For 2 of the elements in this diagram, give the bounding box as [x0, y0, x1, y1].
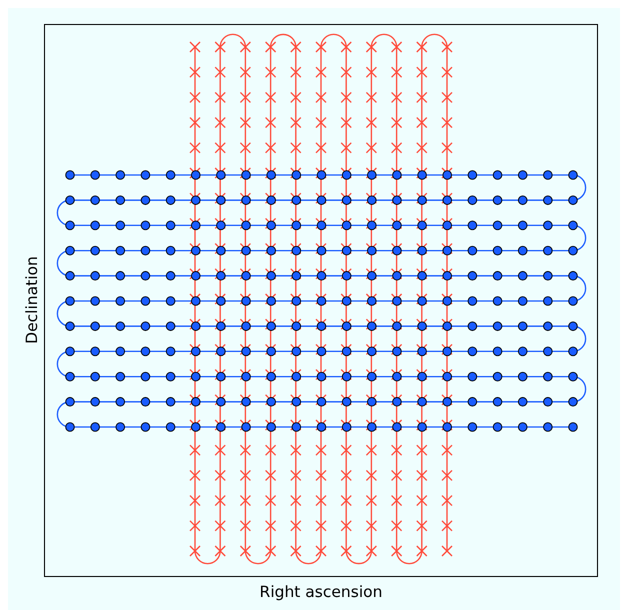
axis-label: Declination: [23, 256, 41, 344]
axis-label: Right ascension: [260, 583, 382, 601]
